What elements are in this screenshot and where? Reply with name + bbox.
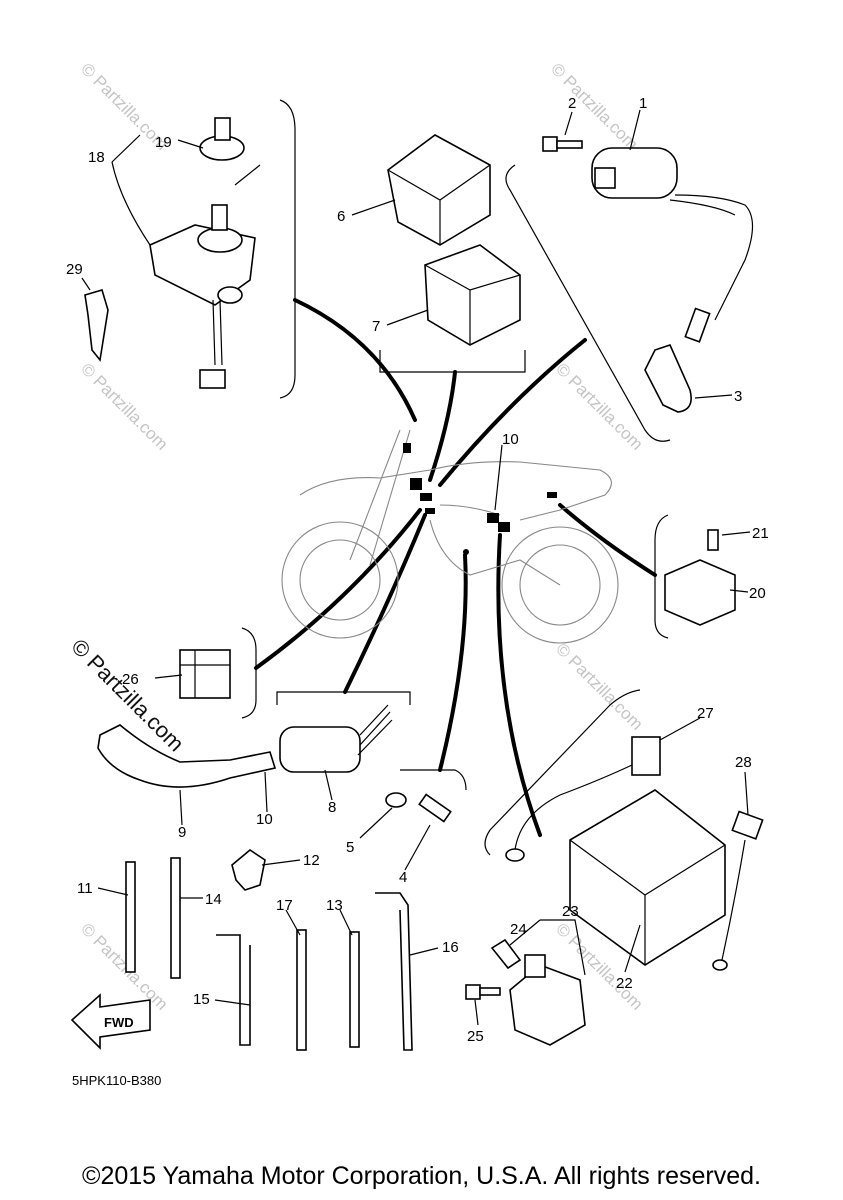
bike-connectors <box>403 443 557 555</box>
callout-21: 21 <box>752 525 769 542</box>
forward-arrow: FWD <box>70 993 151 1050</box>
watermark-text: © Partzilla.com <box>77 919 171 1013</box>
cdi-unit <box>387 134 491 246</box>
callout-3: 3 <box>734 388 742 405</box>
rectifier-regulator <box>664 529 736 626</box>
callout-10-harness: 10 <box>256 811 273 828</box>
callout-7: 7 <box>372 318 380 335</box>
main-switch <box>149 164 261 389</box>
battery-lead-plus <box>505 736 661 862</box>
relay <box>179 649 231 699</box>
ignition-coil <box>591 147 754 321</box>
callout-16: 16 <box>442 939 459 956</box>
callout-2: 2 <box>568 95 576 112</box>
callout-25: 25 <box>467 1028 484 1045</box>
callout-4: 4 <box>399 869 407 886</box>
relay-bolt <box>465 984 501 1000</box>
callout-24: 24 <box>510 921 527 938</box>
callout-22: 22 <box>616 975 633 992</box>
bolt <box>542 136 583 152</box>
spark-plug-cap <box>644 307 711 413</box>
callout-29: 29 <box>66 261 83 278</box>
key <box>84 289 109 362</box>
fwd-label: FWD <box>104 1015 134 1030</box>
battery <box>569 789 726 966</box>
watermarks: © Partzilla.com © Partzilla.com © Partzi… <box>66 59 646 1013</box>
callout-23: 23 <box>562 903 579 920</box>
diagram-code: 5HPK110-B380 <box>72 1073 161 1088</box>
callout-numbers: 1 2 3 4 5 6 7 8 9 10 10 11 12 13 14 15 1… <box>66 95 769 1045</box>
callout-1: 1 <box>639 95 647 112</box>
callout-27: 27 <box>697 705 714 722</box>
cable-ties <box>125 857 413 1051</box>
callout-10-bike: 10 <box>502 431 519 448</box>
callout-18: 18 <box>88 149 105 166</box>
holder-clip <box>231 849 266 891</box>
callout-15: 15 <box>193 991 210 1008</box>
callout-13: 13 <box>326 897 343 914</box>
battery-lead-minus <box>712 810 764 971</box>
callout-28: 28 <box>735 754 752 771</box>
fuse-clip <box>490 938 522 970</box>
watermark-text: © Partzilla.com <box>552 639 646 733</box>
neutral-switch <box>418 793 452 823</box>
callout-6: 6 <box>337 208 345 225</box>
watermark-text: © Partzilla.com <box>547 59 641 153</box>
callout-19: 19 <box>155 134 172 151</box>
switch-cap <box>199 117 245 161</box>
starter-relay <box>509 954 586 1046</box>
callout-12: 12 <box>303 852 320 869</box>
cdi-cover <box>424 244 521 346</box>
motorcycle-outline <box>281 429 619 644</box>
callout-leaders <box>81 109 751 1026</box>
watermark-text: © Partzilla.com <box>77 359 171 453</box>
callout-8: 8 <box>328 799 336 816</box>
callout-17: 17 <box>276 897 293 914</box>
callout-26: 26 <box>122 671 139 688</box>
wire-harness <box>97 704 393 788</box>
copyright-notice: ©2015 Yamaha Motor Corporation, U.S.A. A… <box>82 1162 761 1190</box>
callout-14: 14 <box>205 891 222 908</box>
callout-9: 9 <box>178 824 186 841</box>
callout-20: 20 <box>749 585 766 602</box>
callout-11: 11 <box>77 880 93 897</box>
gasket-washer <box>385 792 407 808</box>
callout-5: 5 <box>346 839 354 856</box>
